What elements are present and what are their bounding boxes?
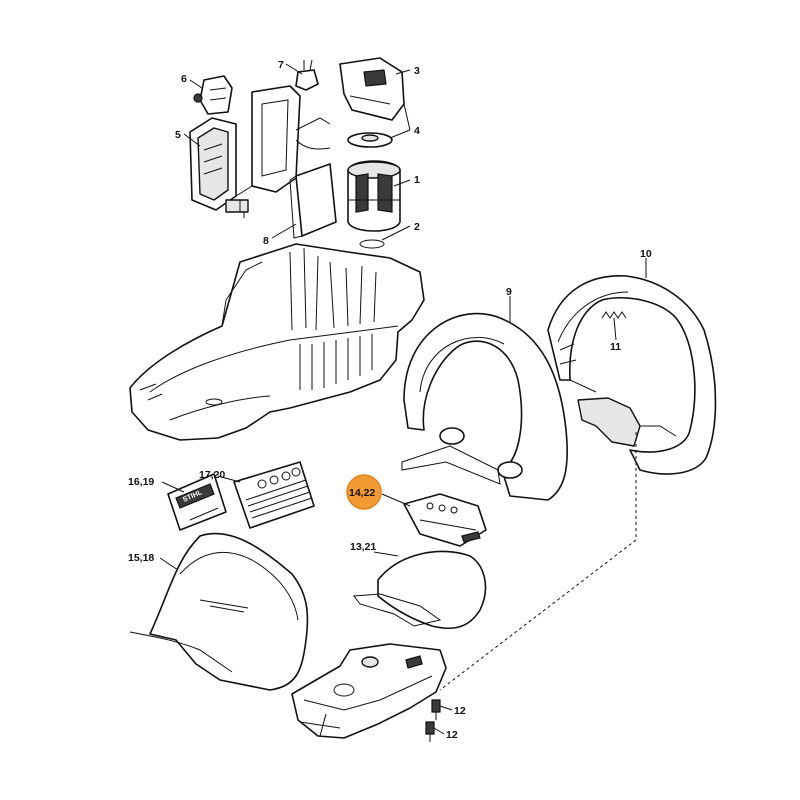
callout-14-22: 14,22 <box>349 487 375 499</box>
callout-16-19: 16,19 <box>128 476 154 488</box>
callout-12-upper: 12 <box>454 705 466 717</box>
callout-4: 4 <box>414 125 420 137</box>
callout-8: 8 <box>263 235 269 247</box>
callout-5: 5 <box>175 129 181 141</box>
callout-6: 6 <box>181 73 187 85</box>
switch-part <box>193 75 233 115</box>
callout-12-lower: 12 <box>446 729 458 741</box>
callout-10: 10 <box>640 248 652 260</box>
gear-housing-part <box>291 643 447 739</box>
brand-decal-part: STIHL <box>167 473 227 531</box>
grip-cover-left-part <box>129 532 309 691</box>
callout-7: 7 <box>278 59 284 71</box>
handle-frame-part <box>547 275 717 475</box>
callout-1: 1 <box>414 174 420 186</box>
connector-part <box>295 59 319 91</box>
motor-part <box>347 160 401 232</box>
callout-9: 9 <box>506 286 512 298</box>
main-housing-shell <box>129 243 425 441</box>
electronics-module <box>189 85 331 218</box>
cover-plate-part <box>289 139 337 239</box>
housing-cover-part <box>339 57 411 131</box>
callout-17-20: 17,20 <box>199 469 225 481</box>
grip-cover-right-part <box>353 550 487 630</box>
callout-3: 3 <box>414 65 420 77</box>
callout-15-18: 15,18 <box>128 552 154 564</box>
fan-disc-part <box>347 132 393 148</box>
callout-13-21: 13,21 <box>350 541 376 553</box>
callout-11: 11 <box>610 341 621 353</box>
assembly-dashed-line <box>439 432 637 691</box>
highlight-circle <box>346 474 382 510</box>
callout-2: 2 <box>414 221 420 233</box>
warning-decal-part <box>233 461 315 529</box>
retaining-ring-part <box>359 239 385 249</box>
front-handle-part <box>401 312 568 501</box>
screw-parts <box>425 699 441 742</box>
callout-labels: 1 2 3 4 5 6 7 8 9 10 11 12 12 13,21 14,2… <box>128 59 652 741</box>
leader-lines <box>159 63 647 735</box>
spring-part <box>601 311 627 319</box>
handle-decal-part <box>403 493 487 547</box>
